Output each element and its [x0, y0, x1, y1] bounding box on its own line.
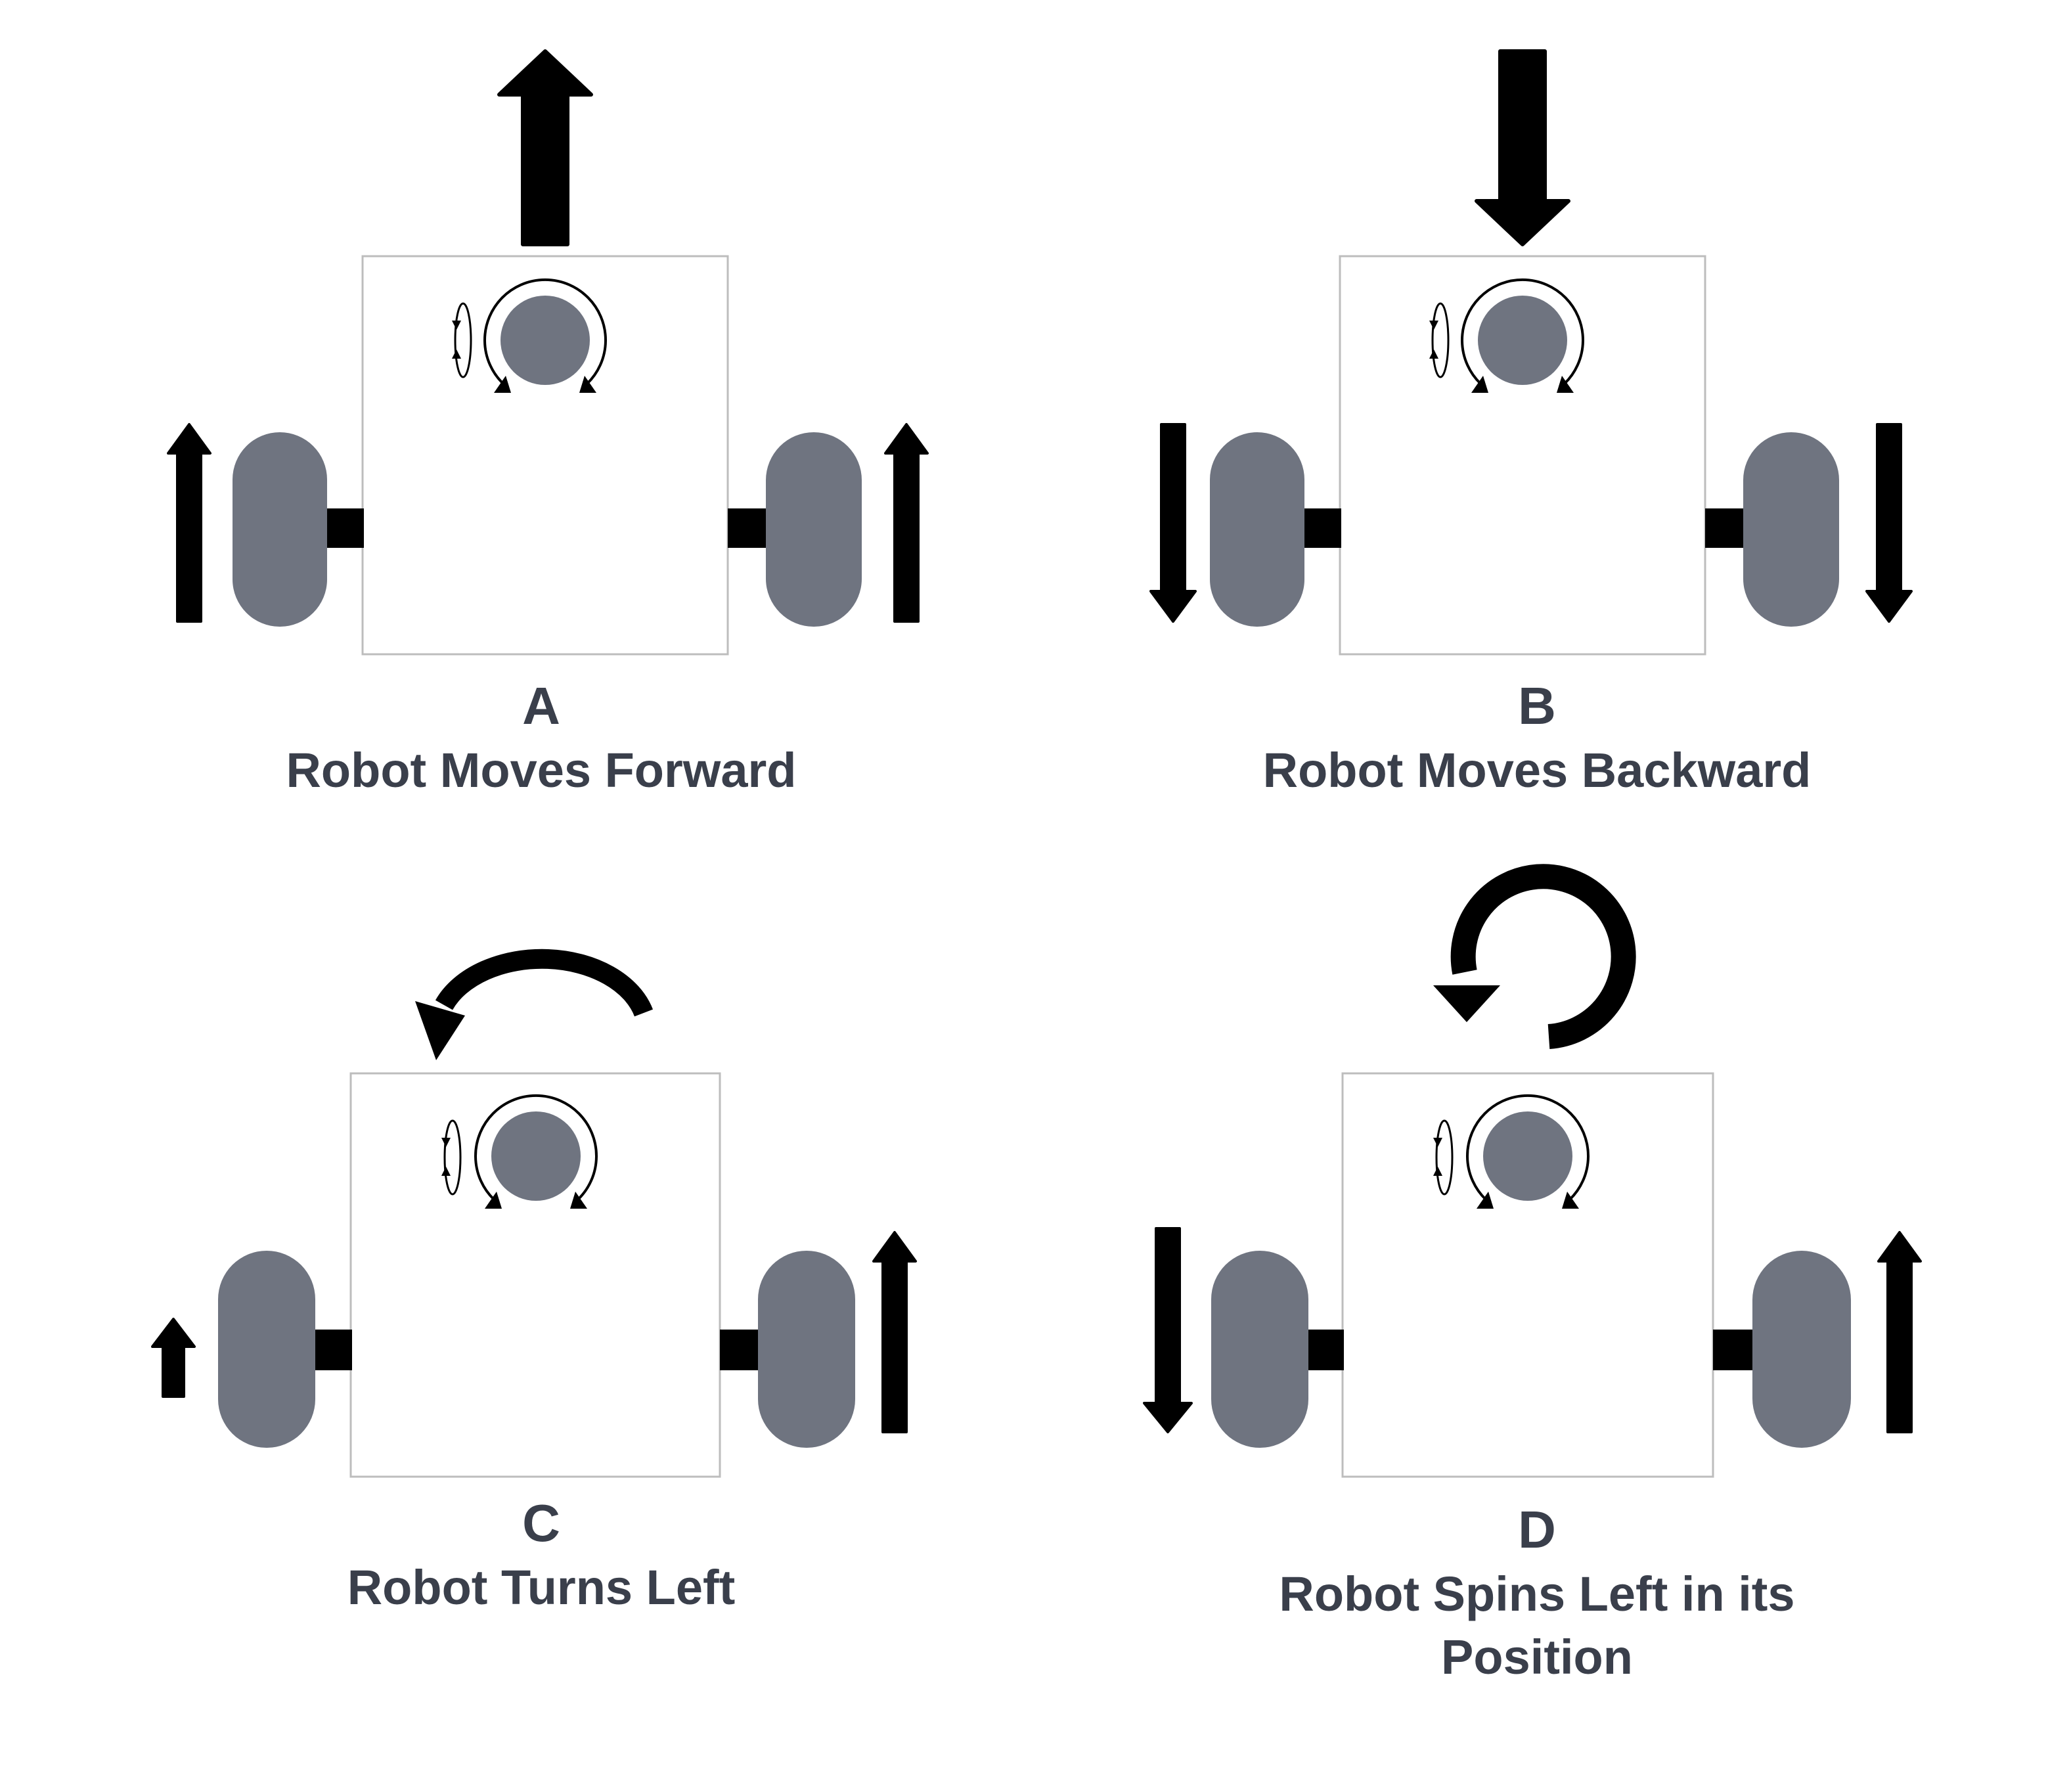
- right-axle: [728, 508, 767, 548]
- panel-caption: Robot Turns Left: [347, 1560, 736, 1615]
- backward-arrow-icon: [1475, 49, 1570, 246]
- caster-wheel: [441, 1094, 598, 1209]
- left-wheel-backward-arrow-icon: [1149, 423, 1197, 623]
- right-wheel-forward-arrow-icon: [884, 423, 929, 623]
- left-wheel: [218, 1251, 315, 1448]
- panel-caption-line-1: Robot Spins Left in its: [1279, 1567, 1794, 1621]
- right-wheel: [758, 1251, 855, 1448]
- left-wheel: [233, 432, 327, 627]
- panel-letter: B: [1518, 677, 1556, 735]
- caster-wheel: [1429, 278, 1584, 393]
- panel-b: B Robot Moves Backward: [1149, 49, 1913, 797]
- right-wheel: [1743, 432, 1839, 627]
- right-wheel-forward-arrow-icon: [1877, 1231, 1922, 1433]
- panel-letter: D: [1518, 1500, 1556, 1559]
- left-axle: [326, 508, 364, 548]
- spin-counterclockwise-arrow-icon: [1433, 864, 1636, 1049]
- right-axle: [720, 1330, 761, 1370]
- right-wheel: [1752, 1251, 1851, 1448]
- panel-letter: C: [522, 1494, 560, 1552]
- right-axle: [1713, 1330, 1754, 1370]
- left-wheel: [1210, 432, 1304, 627]
- caster-wheel: [1433, 1094, 1590, 1209]
- left-wheel-forward-arrow-icon: [167, 423, 211, 623]
- left-axle: [313, 1330, 352, 1370]
- panel-c: C Robot Turns Left: [151, 949, 917, 1615]
- left-wheel: [1211, 1251, 1308, 1448]
- panel-letter: A: [522, 677, 560, 735]
- left-axle: [1304, 1330, 1344, 1370]
- panel-d: D Robot Spins Left in its Position: [1143, 864, 1922, 1684]
- panel-a: A Robot Moves Forward: [167, 49, 929, 797]
- panel-caption: Robot Moves Backward: [1263, 743, 1812, 797]
- right-wheel-backward-arrow-icon: [1865, 423, 1913, 623]
- panel-caption: Robot Moves Forward: [286, 743, 796, 797]
- right-axle: [1705, 508, 1745, 548]
- right-wheel: [766, 432, 862, 627]
- left-wheel-backward-arrow-icon: [1143, 1227, 1193, 1433]
- left-wheel-slow-forward-arrow-icon: [151, 1318, 196, 1398]
- left-axle: [1303, 508, 1341, 548]
- forward-arrow-icon: [497, 49, 593, 246]
- right-wheel-forward-arrow-icon: [872, 1231, 917, 1433]
- caster-wheel: [452, 278, 607, 393]
- turn-left-arrow-icon: [415, 949, 654, 1060]
- panel-caption-line-2: Position: [1441, 1630, 1633, 1684]
